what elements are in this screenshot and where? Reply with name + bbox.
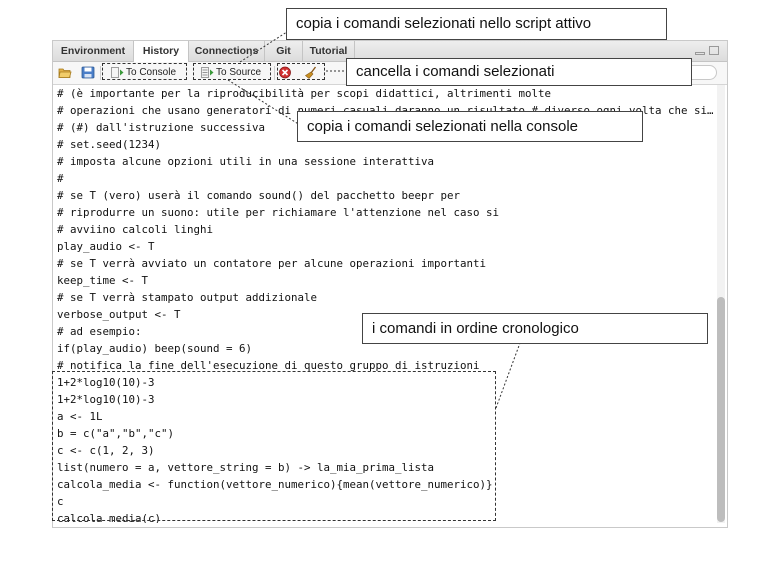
callout-to-console: copia i comandi selezionati nella consol… bbox=[297, 111, 643, 142]
history-line[interactable]: keep_time <- T bbox=[57, 274, 149, 287]
minimize-pane-icon[interactable] bbox=[695, 52, 705, 55]
history-line[interactable]: # notifica la fine dell'esecuzione di qu… bbox=[57, 359, 480, 372]
history-line[interactable]: # (è importante per la riproducibilità p… bbox=[57, 87, 552, 100]
history-line[interactable]: list(numero = a, vettore_string = b) -> … bbox=[57, 461, 435, 474]
broom-icon[interactable] bbox=[304, 66, 318, 79]
history-line[interactable]: play_audio <- T bbox=[57, 240, 155, 253]
scrollbar-thumb[interactable] bbox=[717, 297, 725, 522]
history-line[interactable]: calcola_media <- function(vettore_numeri… bbox=[57, 478, 493, 491]
history-line[interactable]: calcola_media(c) bbox=[57, 512, 162, 523]
to-console-label: To Console bbox=[126, 67, 177, 78]
history-line[interactable]: # se T verrà stampato output addizionale bbox=[57, 291, 318, 304]
delete-entry-icon[interactable] bbox=[278, 66, 292, 79]
history-line[interactable]: # set.seed(1234) bbox=[57, 138, 162, 151]
to-source-button[interactable]: To Source bbox=[199, 65, 271, 80]
history-line[interactable]: if(play_audio) beep(sound = 6) bbox=[57, 342, 253, 355]
history-line[interactable]: # bbox=[57, 172, 64, 185]
history-line[interactable]: # avviino calcoli linghi bbox=[57, 223, 214, 236]
tab-git[interactable]: Git bbox=[265, 41, 303, 61]
open-folder-icon[interactable] bbox=[58, 66, 72, 79]
maximize-pane-icon[interactable] bbox=[709, 46, 719, 55]
callout-to-source: copia i comandi selezionati nello script… bbox=[286, 8, 667, 40]
history-line[interactable]: 1+2*log10(10)-3 bbox=[57, 393, 155, 406]
to-source-highlight bbox=[193, 63, 271, 80]
history-line[interactable]: c <- c(1, 2, 3) bbox=[57, 444, 155, 457]
to-console-highlight bbox=[102, 63, 187, 80]
tab-connections[interactable]: Connections bbox=[189, 41, 265, 61]
history-line[interactable]: # imposta alcune opzioni utili in una se… bbox=[57, 155, 435, 168]
history-line[interactable]: b = c("a","b","c") bbox=[57, 427, 175, 440]
tab-environment[interactable]: Environment bbox=[53, 41, 134, 61]
history-line[interactable]: # ad esempio: bbox=[57, 325, 142, 338]
history-line[interactable]: verbose_output <- T bbox=[57, 308, 181, 321]
to-console-arrow-icon bbox=[111, 67, 124, 78]
chronological-commands-highlight bbox=[52, 371, 496, 521]
history-list: # (è importante per la riproducibilità p… bbox=[57, 85, 713, 523]
tab-tutorial[interactable]: Tutorial bbox=[303, 41, 355, 61]
callout-clear: cancella i comandi selezionati bbox=[346, 58, 692, 86]
to-source-label: To Source bbox=[216, 67, 262, 78]
toolbar-separator bbox=[274, 66, 275, 80]
to-console-button[interactable]: To Console bbox=[109, 65, 189, 80]
history-line[interactable]: 1+2*log10(10)-3 bbox=[57, 376, 155, 389]
clear-highlight bbox=[277, 63, 325, 80]
history-line[interactable]: # riprodurre un suono: utile per richiam… bbox=[57, 206, 500, 219]
history-line[interactable]: # se T (vero) userà il comando sound() d… bbox=[57, 189, 461, 202]
history-line[interactable]: a <- 1L bbox=[57, 410, 103, 423]
save-disk-icon[interactable] bbox=[81, 66, 95, 79]
tab-history[interactable]: History bbox=[133, 41, 189, 62]
to-source-arrow-icon bbox=[201, 67, 214, 78]
callout-chronological: i comandi in ordine cronologico bbox=[362, 313, 708, 344]
history-line[interactable]: # se T verrà avviato un contatore per al… bbox=[57, 257, 487, 270]
toolbar-separator bbox=[100, 66, 101, 80]
history-line[interactable]: c bbox=[57, 495, 64, 508]
